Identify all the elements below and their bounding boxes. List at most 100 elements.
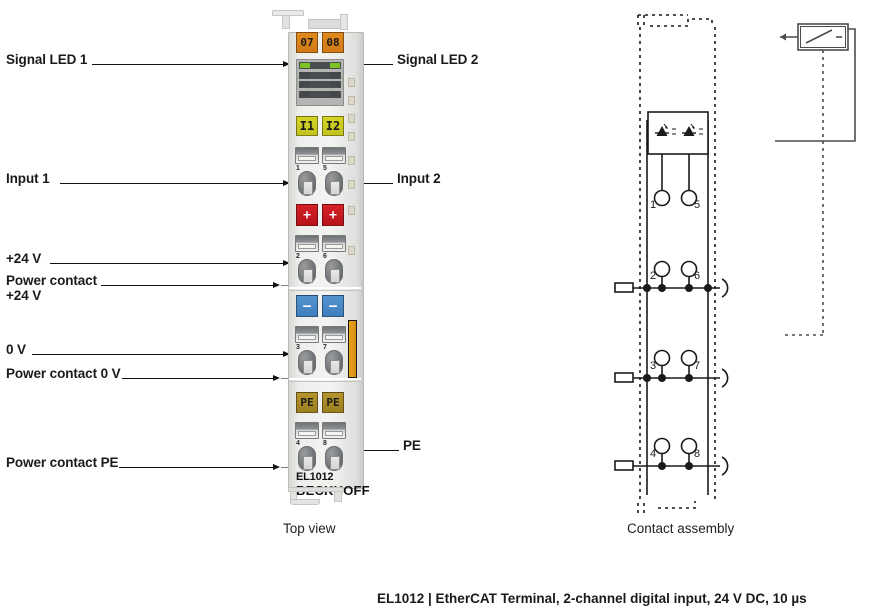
- contact-circle-3: [653, 349, 671, 367]
- housing-seam-line-2: [289, 381, 361, 382]
- contact-hole-5[interactable]: [325, 171, 343, 196]
- latch-tab-8: [348, 246, 355, 255]
- led-2-right: [330, 72, 340, 78]
- latch-tab-1: [348, 78, 355, 87]
- rail-node-pe-a: [658, 462, 666, 470]
- rail-node-0v-c: [685, 374, 693, 382]
- contact-circle-2: [653, 260, 671, 278]
- arrow-0v: [283, 350, 290, 357]
- marker-08: 08: [322, 32, 344, 53]
- contact-plug-2: [303, 269, 313, 283]
- leader-power-contact-pe: [119, 467, 276, 468]
- label-power-contact-0v: Power contact 0 V: [6, 366, 121, 381]
- contact-assembly-diagram: 1 5 2 6 3 7 4 8: [600, 5, 872, 525]
- marker-pe-2: PE: [322, 392, 344, 413]
- contact-hole-6[interactable]: [325, 259, 343, 284]
- label-signal-led-2: Signal LED 2: [397, 52, 479, 67]
- clamp-slot-6[interactable]: [322, 235, 346, 252]
- rail-hook-pe: [721, 456, 729, 476]
- marker-plus-1: +: [296, 204, 318, 226]
- latch-tab-7: [348, 206, 355, 215]
- switch-symbol-wire-right: [775, 28, 856, 142]
- arrow-signal-led-1: [283, 60, 290, 67]
- led-row-2: [299, 71, 341, 79]
- contact-assembly-svg: 1 5 2 6 3 7 4 8: [614, 14, 856, 513]
- label-power-contact-24v: Power contact: [6, 273, 97, 288]
- contact-hole-1[interactable]: [298, 171, 316, 196]
- leader-power-contact-0v: [122, 378, 276, 379]
- assembly-number-4: 4: [650, 448, 656, 460]
- contact-hole-3[interactable]: [298, 350, 316, 375]
- rail-tab-24v: [614, 282, 634, 293]
- led-1-left: [300, 62, 310, 69]
- contact-circle-6: [680, 260, 698, 278]
- contact-circle-5: [680, 189, 698, 207]
- contact-hole-2[interactable]: [298, 259, 316, 284]
- leader-signal-led-1: [92, 64, 286, 65]
- led-3-left: [300, 81, 310, 88]
- caption-contact-assembly: Contact assembly: [627, 521, 735, 536]
- rail-node-24v-a: [643, 284, 651, 292]
- label-pe: PE: [403, 438, 421, 453]
- led-4-left: [300, 91, 310, 97]
- clamp-slot-2[interactable]: [295, 235, 319, 252]
- opto-led-2-emission: [699, 128, 703, 135]
- outline-top-notch: [650, 18, 713, 27]
- contact-number-5: 5: [323, 165, 327, 172]
- contact-circle-1: [653, 189, 671, 207]
- contact-circle-8: [680, 437, 698, 455]
- clamp-slot-7[interactable]: [322, 326, 346, 343]
- clamp-inner-3: [298, 335, 316, 340]
- clamp-inner-4: [298, 431, 316, 436]
- contact-number-1: 1: [296, 165, 300, 172]
- outline-bottom-notch: [658, 501, 696, 509]
- opto-led-2-arrow: [690, 123, 695, 129]
- arrow-plus-24v: [283, 259, 290, 266]
- terminal-model-label: EL1012: [296, 471, 334, 483]
- leader-0v: [32, 354, 286, 355]
- rail-hook-0v: [721, 368, 729, 388]
- contact-circle-7: [680, 349, 698, 367]
- assembly-number-1: 1: [650, 199, 656, 211]
- release-lever[interactable]: [348, 320, 357, 378]
- led-1-right: [330, 62, 340, 69]
- contact-hole-4[interactable]: [298, 446, 316, 471]
- opto-led-1-tri: [656, 126, 668, 136]
- leader-input-1: [60, 183, 286, 184]
- clamp-inner-1: [298, 156, 316, 161]
- assembly-number-group: 1 5 2 6 3 7 4 8: [650, 199, 700, 460]
- led-row-3: [299, 81, 341, 88]
- switch-symbol-arrowhead: [780, 33, 786, 41]
- clamp-slot-1[interactable]: [295, 147, 319, 164]
- label-plus-24v: +24 V: [6, 251, 42, 266]
- clamp-slot-8[interactable]: [322, 422, 346, 439]
- leader-power-contact-24v: [101, 285, 276, 286]
- label-input-2: Input 2: [397, 171, 441, 186]
- clamp-slot-4[interactable]: [295, 422, 319, 439]
- leader-plus-24v: [50, 263, 286, 264]
- contact-plug-7: [330, 360, 340, 374]
- contact-hole-8[interactable]: [325, 446, 343, 471]
- rail-node-24v-b: [658, 284, 666, 292]
- marker-plus-2: +: [322, 204, 344, 226]
- clamp-slot-3[interactable]: [295, 326, 319, 343]
- marker-minus-2: –: [322, 295, 344, 317]
- caption-top-view: Top view: [283, 521, 336, 536]
- contact-plug-5: [330, 181, 340, 195]
- clamp-slot-5[interactable]: [322, 147, 346, 164]
- led-2-left: [300, 72, 310, 78]
- marker-i1: I1: [296, 116, 318, 136]
- bottom-bracket-right-leg: [334, 491, 342, 502]
- contact-plug-1: [303, 181, 313, 195]
- led-window: [296, 59, 344, 106]
- label-input-1: Input 1: [6, 171, 50, 186]
- contact-plug-4: [303, 456, 313, 470]
- arrow-power-contact-24v: [273, 281, 280, 288]
- assembly-number-8: 8: [694, 448, 700, 460]
- marker-pe-1: PE: [296, 392, 318, 413]
- rail-node-0v-b: [658, 374, 666, 382]
- clamp-inner-8: [325, 431, 343, 436]
- opto-led-1-emission: [672, 128, 676, 135]
- contact-hole-7[interactable]: [325, 350, 343, 375]
